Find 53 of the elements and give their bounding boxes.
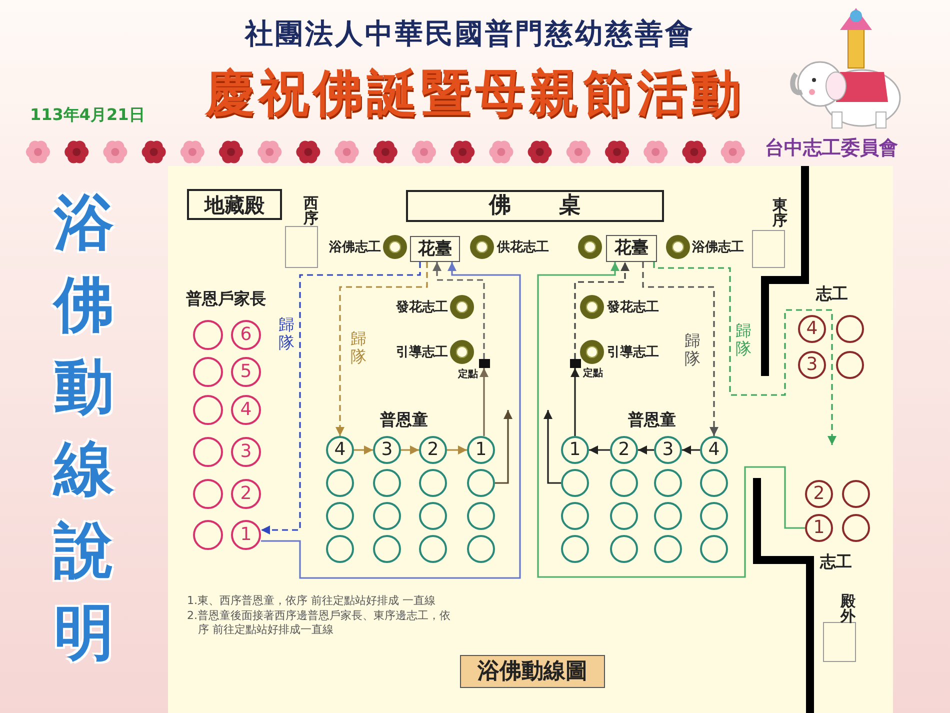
edge-label: 歸隊 bbox=[350, 330, 367, 366]
group-label: 志工 bbox=[816, 285, 848, 304]
flow-arrow bbox=[336, 262, 428, 436]
side-title: 浴佛動線說明 bbox=[52, 187, 115, 670]
spot-marker bbox=[570, 359, 581, 368]
room-label: 西序 bbox=[303, 196, 319, 226]
flow-arrow bbox=[480, 368, 488, 436]
edge-label: 歸隊 bbox=[684, 332, 701, 368]
volunteer-label: 引導志工 bbox=[396, 345, 448, 361]
note-text: 2.普恩童後面接著西序邊普恩戶家長、東序邊志工，依序 前往定點站好排成一直線 bbox=[187, 609, 452, 637]
volunteer-label: 引導志工 bbox=[607, 345, 659, 361]
flow-arrow bbox=[544, 410, 561, 484]
volunteer-label: 浴佛志工 bbox=[692, 240, 744, 256]
flow-arrow bbox=[537, 262, 805, 578]
edge-label: 歸隊 bbox=[735, 322, 752, 358]
volunteer-label: 發花志工 bbox=[396, 300, 448, 316]
flow-arrow bbox=[682, 446, 700, 454]
hall-box: 地藏殿 bbox=[187, 189, 282, 220]
altar-box: 佛 桌 bbox=[406, 190, 664, 222]
flow-arrow bbox=[495, 410, 512, 484]
flow-arrow bbox=[653, 262, 836, 445]
map-title-box: 浴佛動線圖 bbox=[460, 655, 605, 688]
flow-arrow bbox=[589, 446, 610, 454]
group-label: 普恩童 bbox=[628, 411, 676, 430]
organization-name: 社團法人中華民國普門慈幼慈善會 bbox=[245, 18, 695, 50]
flower-stand-box: 花臺 bbox=[606, 235, 657, 262]
flow-arrow bbox=[447, 446, 467, 454]
flow-arrow bbox=[261, 262, 521, 579]
spot-label: 定點 bbox=[458, 369, 478, 381]
room-label: 東序 bbox=[772, 198, 788, 228]
group-label: 普恩戶家長 bbox=[186, 290, 266, 308]
group-label: 志工 bbox=[820, 553, 852, 572]
event-date: 113年4月21日 bbox=[30, 106, 145, 124]
group-label: 普恩童 bbox=[380, 411, 428, 430]
flow-arrow bbox=[432, 262, 485, 359]
flow-arrow bbox=[642, 262, 718, 436]
volunteer-label: 發花志工 bbox=[607, 300, 659, 316]
room-label: 殿外 bbox=[840, 594, 856, 624]
edge-label: 歸隊 bbox=[278, 316, 295, 352]
flow-arrow bbox=[570, 368, 580, 436]
flow-arrow bbox=[574, 262, 630, 359]
note-text: 1.東、西序普恩童，依序 前往定點站好排成 一直線 bbox=[187, 595, 436, 608]
flow-arrow bbox=[401, 446, 419, 454]
flow-arrow bbox=[354, 446, 373, 454]
volunteer-label: 供花志工 bbox=[497, 240, 549, 256]
volunteer-label: 浴佛志工 bbox=[329, 240, 381, 256]
flow-arrow bbox=[638, 446, 654, 454]
spot-marker bbox=[479, 359, 490, 368]
flower-stand-box: 花臺 bbox=[410, 236, 460, 262]
spot-label: 定點 bbox=[583, 368, 603, 380]
event-title: 慶祝佛誕暨母親節活動 bbox=[205, 66, 745, 121]
flow-arrow bbox=[261, 262, 421, 534]
committee-name: 台中志工委員會 bbox=[765, 138, 898, 160]
